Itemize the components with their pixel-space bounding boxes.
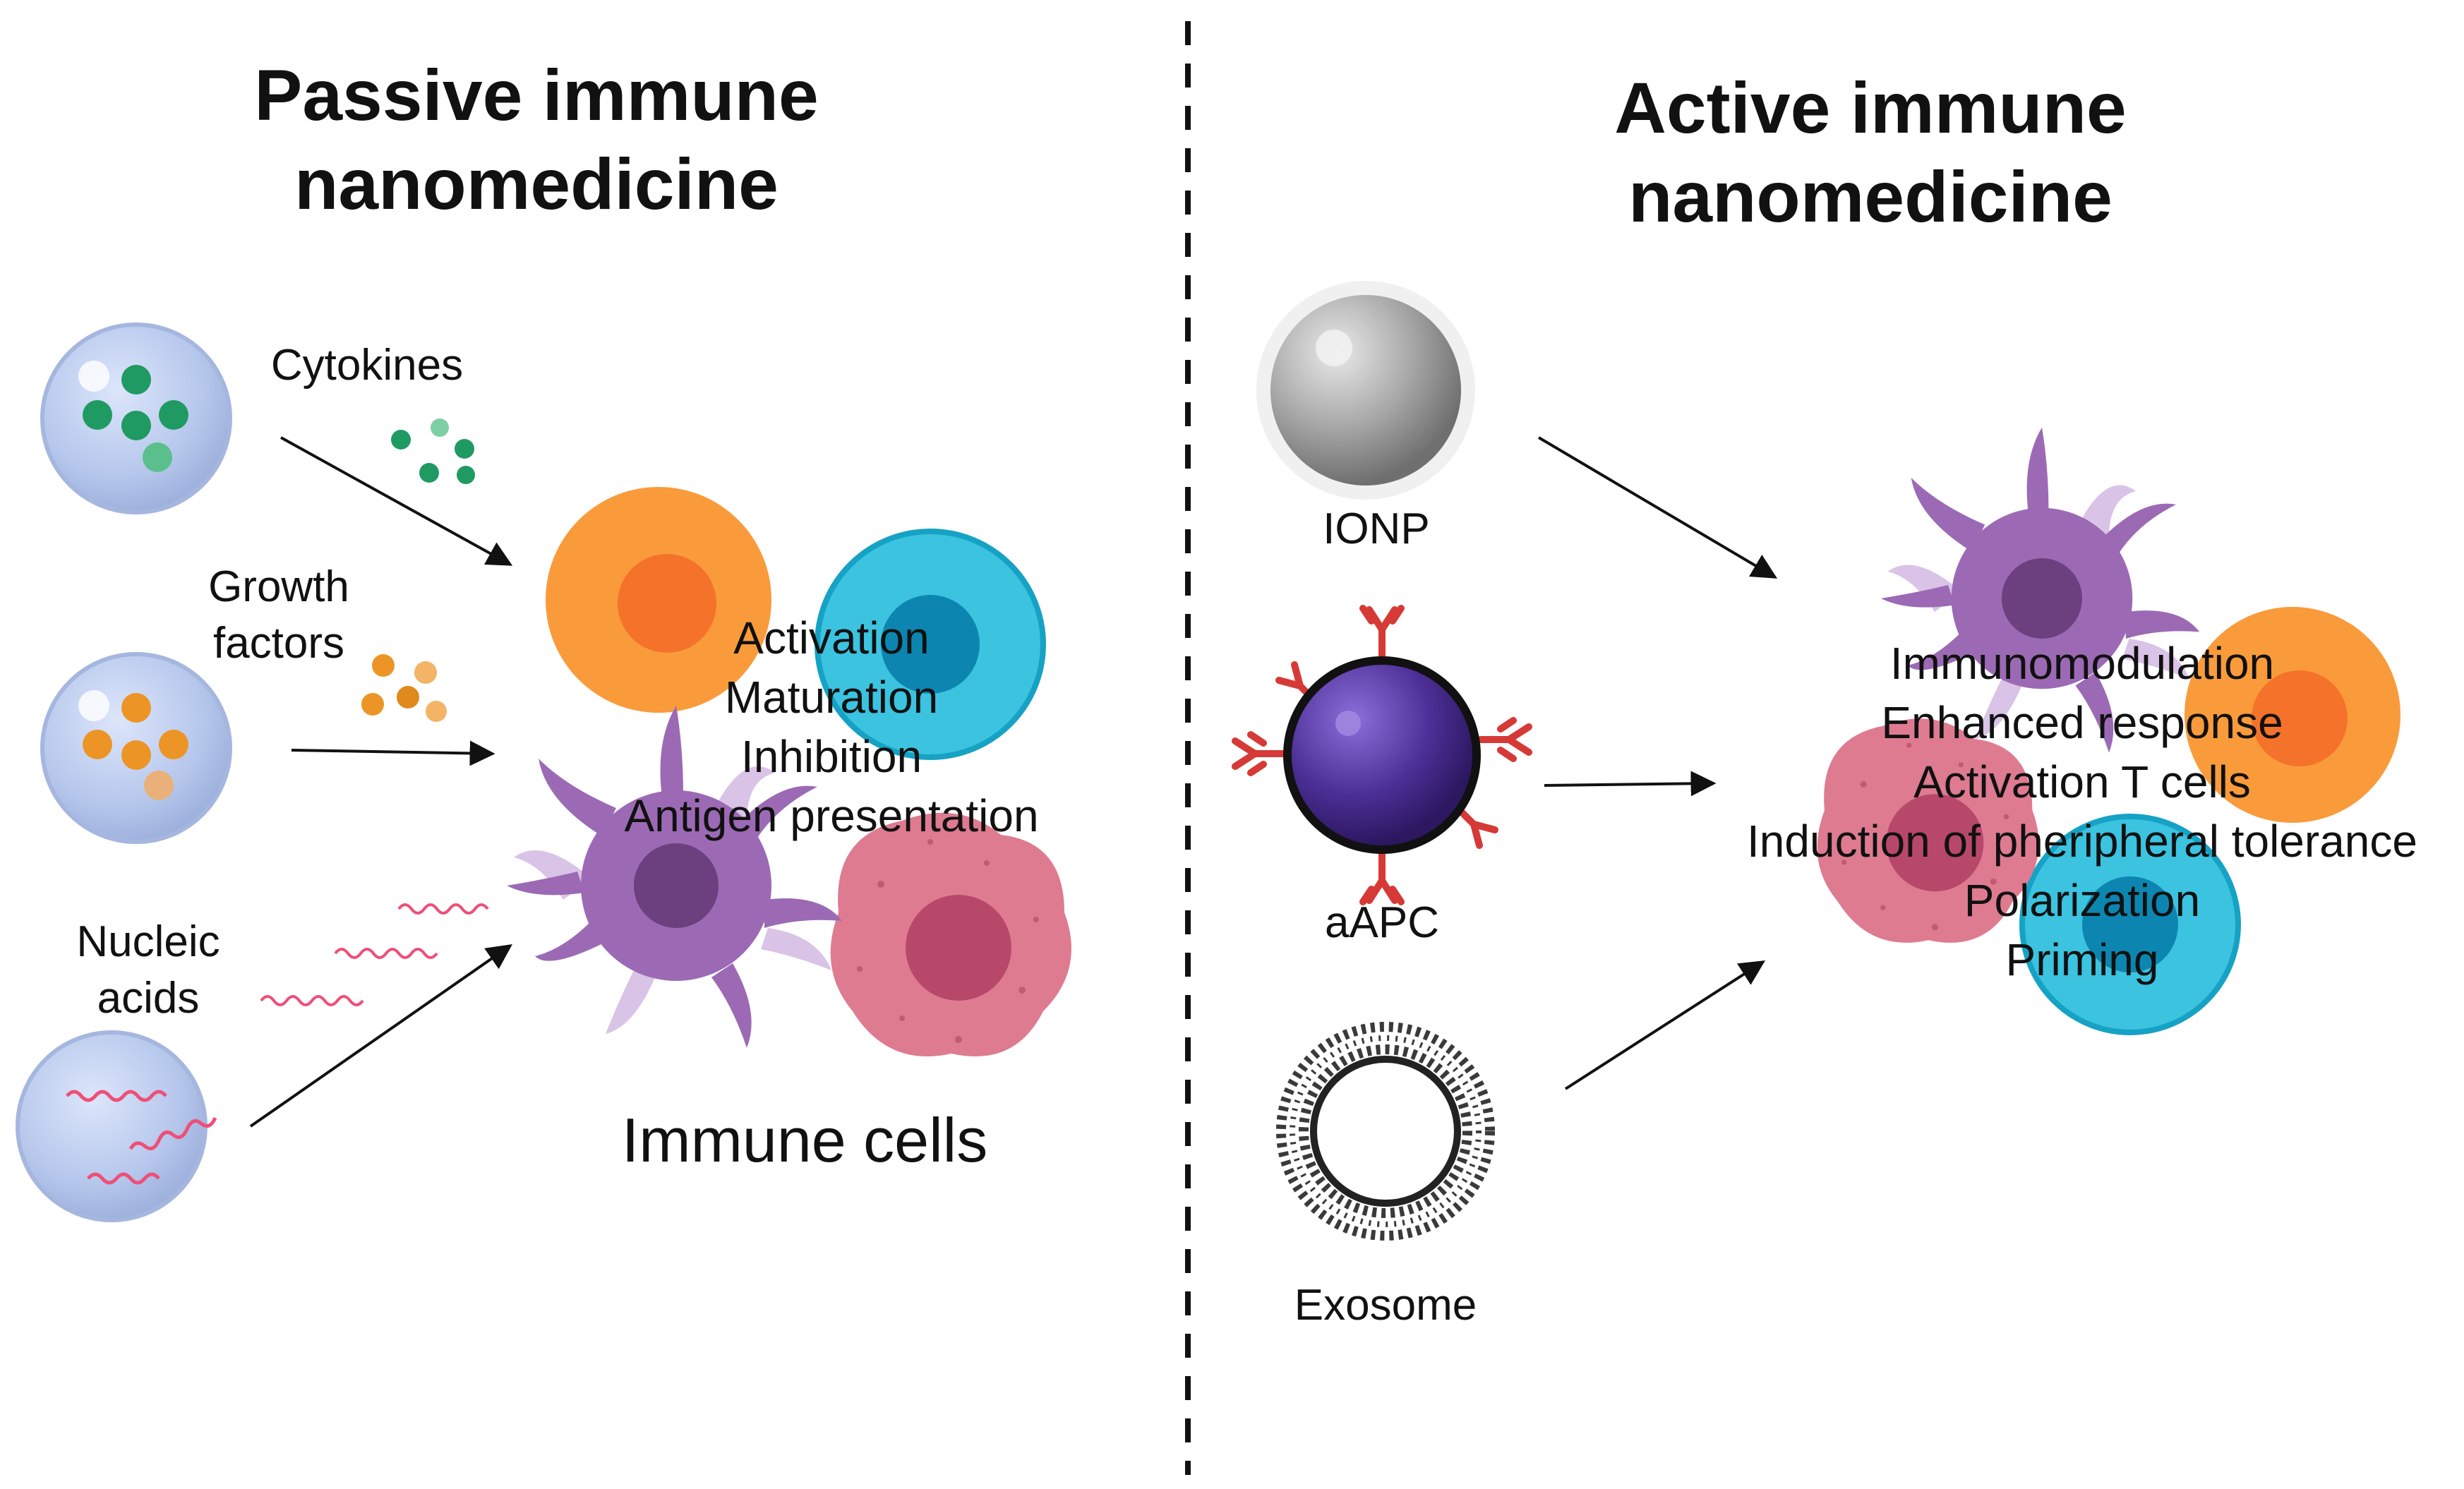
effect-peripheral-tolerance: Induction of pheripheral tolerance	[1747, 816, 2417, 867]
active-effects: Immunomodulation Enhanced response Activ…	[1708, 634, 2456, 989]
nucleic-acid-nanoparticle-icon	[16, 1030, 217, 1222]
b-cell-icon	[815, 529, 1046, 760]
macrophage-icon	[830, 812, 1071, 1056]
growth-factor-icon	[361, 654, 447, 722]
cytokine-nanoparticle-icon	[40, 322, 232, 514]
exosome-label: Exosome	[1294, 1281, 1477, 1330]
cytokines-label: Cytokines	[240, 337, 494, 394]
effect-maturation: Maturation	[724, 672, 939, 723]
active-title-line2: nanomedicine	[1628, 157, 2113, 237]
passive-title: Passive immune nanomedicine	[169, 51, 903, 229]
passive-title-line1: Passive immune	[254, 55, 819, 135]
aapc-arrow	[1544, 771, 1717, 797]
active-title: Active immune nanomedicine	[1503, 64, 2237, 241]
aapc-label: aAPC	[1325, 898, 1439, 947]
aapc-icon	[1232, 605, 1532, 905]
ionp-arrow	[1537, 436, 1778, 579]
effect-antigen-presentation: Antigen presentation	[624, 790, 1039, 841]
effect-inhibition: Inhibition	[740, 731, 923, 782]
cytokine-arrow	[280, 436, 513, 566]
growth-factors-label: Growth factors	[152, 559, 406, 672]
nucleic-acids-label-line2: acids	[97, 974, 200, 1023]
effect-polarization: Polarization	[1964, 875, 2201, 926]
ionp-icon	[1256, 281, 1475, 500]
t-cell-icon	[546, 487, 771, 713]
immune-cells-label: Immune cells	[621, 1105, 988, 1175]
effect-activation: Activation	[733, 613, 930, 663]
nucleic-acid-arrow	[249, 944, 512, 1128]
growth-factors-label-line2: factors	[212, 619, 345, 668]
exosome-arrow	[1564, 960, 1766, 1090]
nucleic-acids-label-line1: Nucleic	[76, 917, 220, 966]
effect-priming: Priming	[2005, 934, 2159, 985]
growth-factor-arrow	[291, 740, 495, 766]
passive-effects: Activation Maturation Inhibition Antigen…	[577, 608, 1086, 845]
active-title-line1: Active immune	[1614, 68, 2127, 148]
cytokine-icon	[391, 418, 475, 484]
right-b-cell-icon	[2019, 814, 2241, 1035]
growth-factors-label-line1: Growth	[208, 562, 349, 611]
exosome-icon	[1276, 1022, 1495, 1241]
nucleic-acids-label: Nucleic acids	[21, 914, 275, 1027]
growth-factor-nanoparticle-icon	[40, 652, 232, 844]
nucleic-acid-icon	[260, 903, 489, 1006]
effect-activation-t-cells: Activation T cells	[1913, 756, 2251, 807]
cytokines-label-line1: Cytokines	[270, 341, 464, 390]
effect-immunomodulation: Immunomodulation	[1889, 638, 2275, 689]
ionp-label: IONP	[1323, 505, 1430, 553]
right-t-cell-icon	[2184, 607, 2400, 823]
effect-enhanced-response: Enhanced response	[1881, 697, 2283, 748]
passive-title-line2: nanomedicine	[294, 144, 779, 224]
